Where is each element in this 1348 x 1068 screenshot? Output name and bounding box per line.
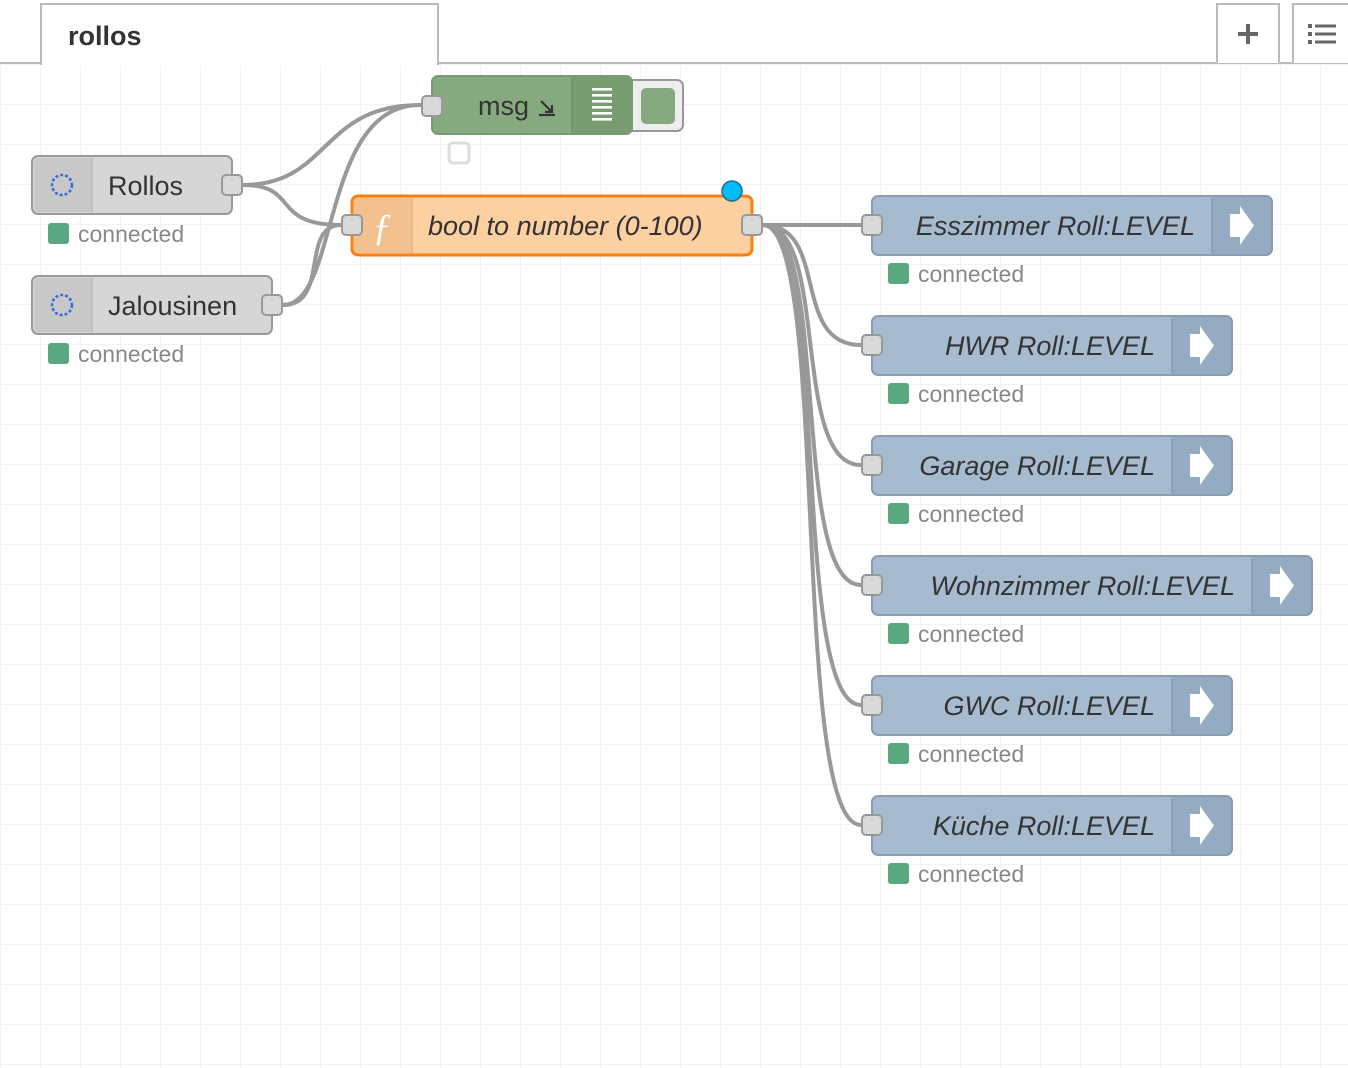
node-status: connected bbox=[78, 341, 184, 367]
output-port[interactable] bbox=[221, 174, 243, 196]
node-label: Wohnzimmer Roll:LEVEL bbox=[930, 571, 1235, 601]
node-label: Esszimmer Roll:LEVEL bbox=[916, 211, 1195, 241]
flow-list-button[interactable] bbox=[1292, 3, 1348, 63]
wire bbox=[761, 223, 863, 467]
node-label: Jalousinen bbox=[108, 291, 237, 321]
node-label: Rollos bbox=[108, 171, 183, 201]
wire bbox=[761, 223, 863, 827]
node-label: Küche Roll:LEVEL bbox=[933, 811, 1155, 841]
arrow-right-icon bbox=[1190, 326, 1214, 365]
debug-list-icon bbox=[592, 88, 612, 121]
node-status: connected bbox=[78, 221, 184, 247]
status-placeholder bbox=[447, 141, 471, 165]
node-status: connected bbox=[918, 381, 1024, 407]
input-port[interactable] bbox=[861, 694, 883, 716]
tab-rollos[interactable]: rollos bbox=[40, 3, 439, 65]
status-indicator bbox=[48, 223, 69, 244]
arrow-right-icon bbox=[1190, 686, 1214, 725]
list-icon bbox=[1308, 24, 1336, 44]
input-port[interactable] bbox=[861, 574, 883, 596]
input-port[interactable] bbox=[861, 214, 883, 236]
node-label: bool to number (0-100) bbox=[428, 211, 703, 241]
wire bbox=[241, 103, 422, 187]
node-label: GWC Roll:LEVEL bbox=[943, 691, 1155, 721]
circle-dotted-icon bbox=[50, 293, 74, 317]
node-status: connected bbox=[918, 501, 1024, 527]
arrow-right-icon bbox=[1190, 806, 1214, 845]
input-port[interactable] bbox=[421, 95, 443, 117]
plus-icon bbox=[1238, 24, 1258, 44]
circle-dotted-icon bbox=[50, 173, 74, 197]
debug-toggle-indicator bbox=[641, 88, 675, 124]
status-indicator bbox=[48, 343, 69, 364]
status-indicator bbox=[888, 743, 909, 764]
tab-bar: rollos bbox=[0, 0, 1348, 65]
status-indicator bbox=[888, 383, 909, 404]
changed-indicator bbox=[721, 180, 743, 202]
tab-label: rollos bbox=[68, 21, 142, 51]
arrow-right-icon bbox=[1270, 566, 1294, 605]
status-indicator bbox=[888, 863, 909, 884]
node-status: connected bbox=[918, 861, 1024, 887]
status-indicator bbox=[888, 623, 909, 644]
node-rollos[interactable]: Rollos connected bbox=[31, 155, 243, 247]
status-indicator bbox=[888, 503, 909, 524]
wire bbox=[241, 183, 343, 227]
function-icon: ƒ bbox=[373, 207, 392, 249]
wires bbox=[241, 103, 863, 827]
node-homematic-out[interactable]: Wohnzimmer Roll:LEVEL connected bbox=[861, 555, 1313, 647]
node-homematic-out[interactable]: Küche Roll:LEVEL connected bbox=[861, 795, 1233, 887]
node-function[interactable]: ƒ bool to number (0-100) bbox=[341, 180, 763, 257]
input-port[interactable] bbox=[861, 454, 883, 476]
node-label: HWR Roll:LEVEL bbox=[945, 331, 1155, 361]
input-port[interactable] bbox=[341, 214, 363, 236]
input-port[interactable] bbox=[861, 334, 883, 356]
node-status: connected bbox=[918, 741, 1024, 767]
output-target-icon bbox=[539, 100, 555, 117]
wire bbox=[761, 223, 863, 587]
node-debug-msg[interactable]: msg bbox=[421, 75, 684, 165]
status-indicator bbox=[888, 263, 909, 284]
add-flow-button[interactable] bbox=[1216, 3, 1280, 63]
output-port[interactable] bbox=[741, 214, 763, 236]
node-jalousinen[interactable]: Jalousinen connected bbox=[31, 275, 283, 367]
node-status: connected bbox=[918, 261, 1024, 287]
node-homematic-out[interactable]: Garage Roll:LEVEL connected bbox=[861, 435, 1233, 527]
node-label: Garage Roll:LEVEL bbox=[919, 451, 1155, 481]
arrow-right-icon bbox=[1190, 446, 1214, 485]
input-port[interactable] bbox=[861, 814, 883, 836]
wire bbox=[281, 223, 343, 307]
node-label: msg bbox=[478, 91, 529, 121]
node-homematic-out[interactable]: HWR Roll:LEVEL connected bbox=[861, 315, 1233, 407]
node-homematic-out[interactable]: GWC Roll:LEVEL connected bbox=[861, 675, 1233, 767]
node-status: connected bbox=[918, 621, 1024, 647]
arrow-right-icon bbox=[1230, 206, 1254, 245]
output-port[interactable] bbox=[261, 294, 283, 316]
flow-canvas[interactable]: Rollos connected Jalousinen connected bbox=[0, 64, 1348, 1068]
node-homematic-out[interactable]: Esszimmer Roll:LEVEL connected bbox=[861, 195, 1273, 287]
wire bbox=[761, 223, 863, 347]
